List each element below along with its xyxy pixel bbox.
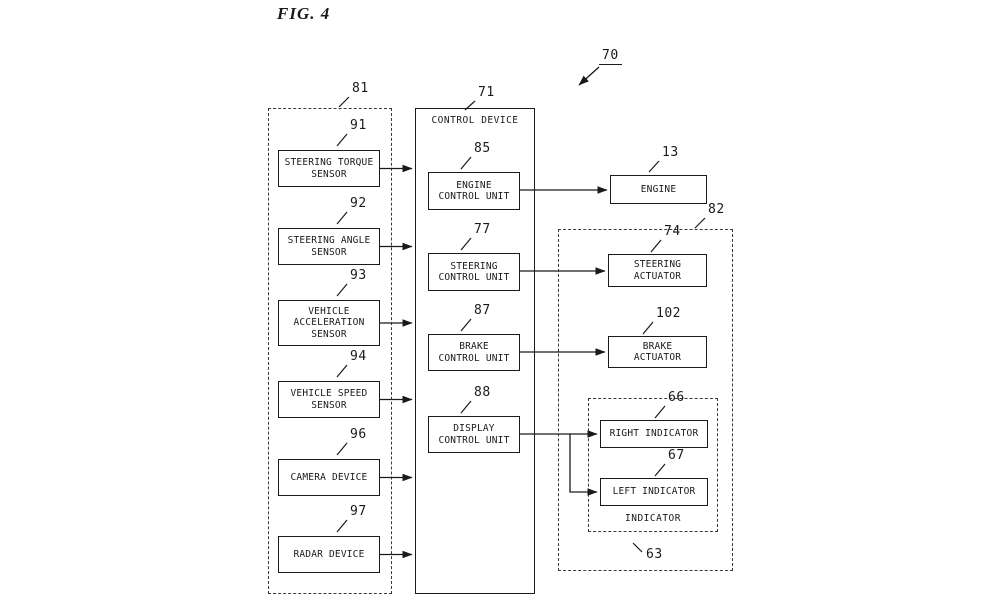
ref-88: 88	[474, 385, 491, 400]
ref-63: 63	[646, 547, 663, 562]
ref-97: 97	[350, 504, 367, 519]
right-indicator-block: RIGHT INDICATOR	[600, 420, 708, 448]
steering-angle-sensor-block: STEERING ANGLE SENSOR	[278, 228, 380, 265]
ref-81: 81	[352, 81, 369, 96]
ref-66: 66	[668, 390, 685, 405]
radar-device-block: RADAR DEVICE	[278, 536, 380, 573]
ref-74: 74	[664, 224, 681, 239]
ref-70: 70	[599, 49, 622, 65]
actuator-group-box	[558, 229, 733, 571]
figure-title: FIG. 4	[277, 4, 331, 23]
sensor-group-box	[268, 108, 392, 594]
ref-70-arrow	[578, 66, 600, 86]
steering-actuator-block: STEERING ACTUATOR	[608, 254, 707, 287]
ref-92: 92	[350, 196, 367, 211]
ref-77: 77	[474, 222, 491, 237]
display-control-unit-block: DISPLAY CONTROL UNIT	[428, 416, 520, 453]
steering-control-unit-block: STEERING CONTROL UNIT	[428, 253, 520, 291]
ref-87: 87	[474, 303, 491, 318]
vehicle-acceleration-sensor-block: VEHICLE ACCELERATION SENSOR	[278, 300, 380, 346]
ref-102: 102	[656, 306, 681, 321]
ref-85: 85	[474, 141, 491, 156]
brake-control-unit-block: BRAKE CONTROL UNIT	[428, 334, 520, 371]
ref-93: 93	[350, 268, 367, 283]
left-indicator-block: LEFT INDICATOR	[600, 478, 708, 506]
ref-96: 96	[350, 427, 367, 442]
indicator-group-label: INDICATOR	[625, 513, 681, 524]
ref-67: 67	[668, 448, 685, 463]
engine-block: ENGINE	[610, 175, 707, 204]
ref-82: 82	[708, 202, 725, 217]
control-device-title: CONTROL DEVICE	[431, 115, 519, 126]
ref-71: 71	[478, 85, 495, 100]
engine-control-unit-block: ENGINE CONTROL UNIT	[428, 172, 520, 210]
brake-actuator-block: BRAKE ACTUATOR	[608, 336, 707, 368]
vehicle-speed-sensor-block: VEHICLE SPEED SENSOR	[278, 381, 380, 418]
ref-13: 13	[662, 145, 679, 160]
ref-91: 91	[350, 118, 367, 133]
steering-torque-sensor-block: STEERING TORQUE SENSOR	[278, 150, 380, 187]
ref-94: 94	[350, 349, 367, 364]
camera-device-block: CAMERA DEVICE	[278, 459, 380, 496]
indicator-group-box: INDICATOR	[588, 398, 718, 532]
